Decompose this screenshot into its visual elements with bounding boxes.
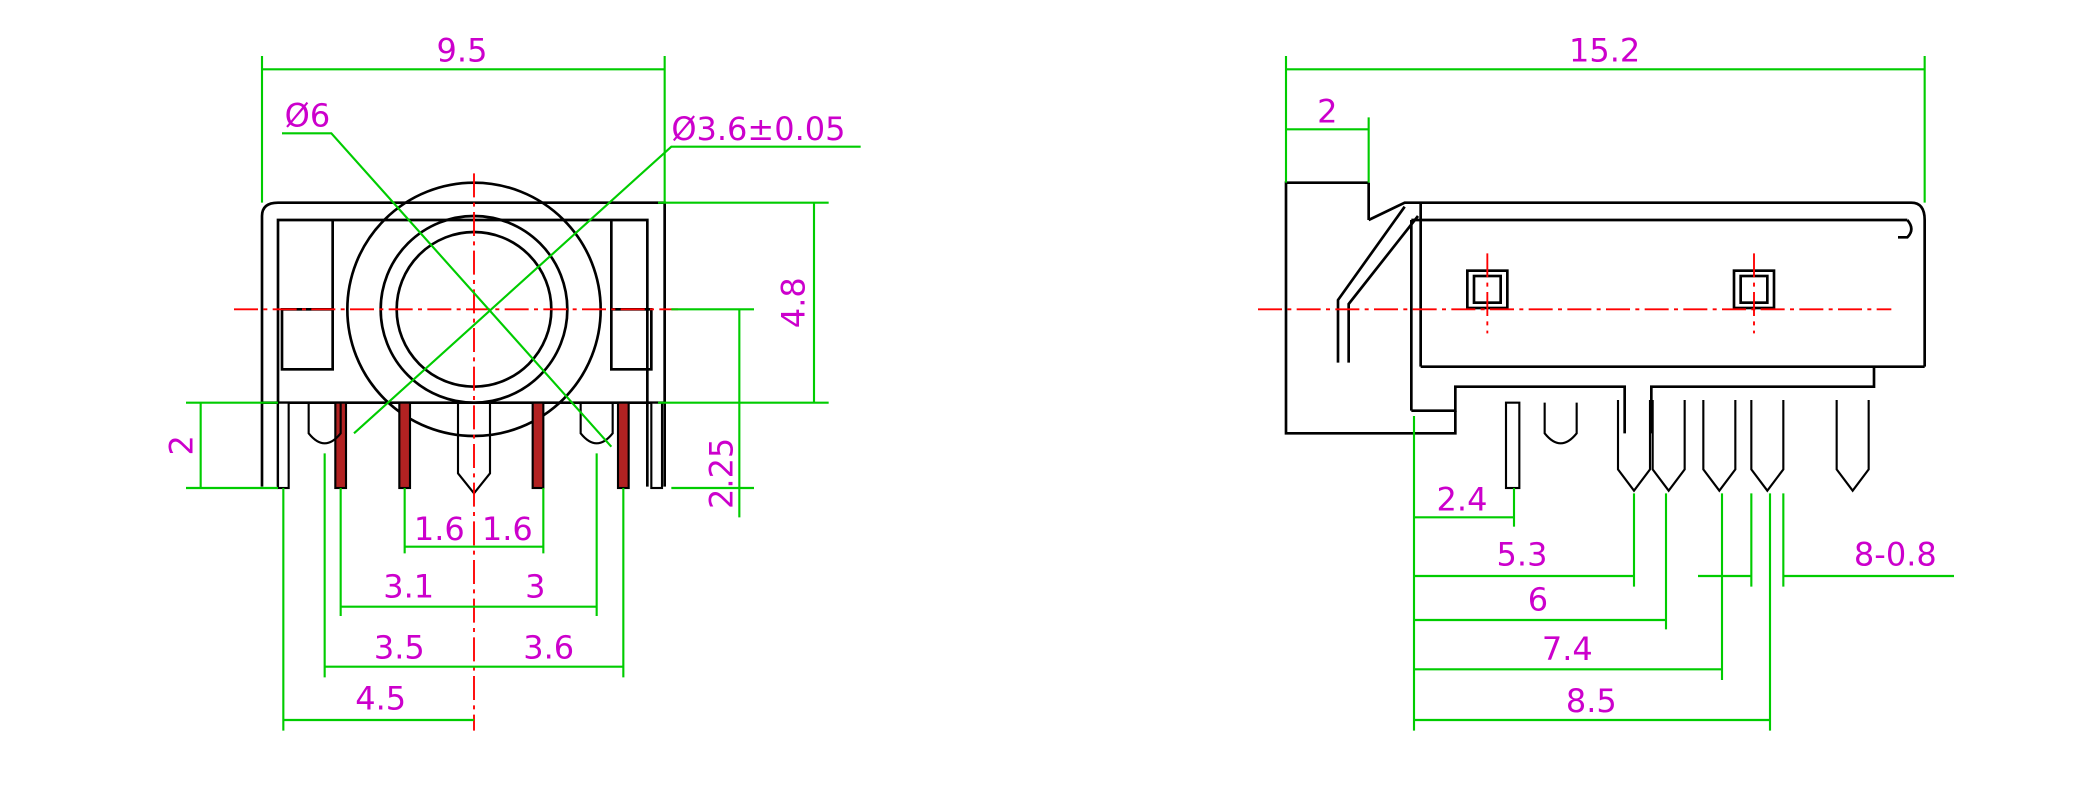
pin-width-label: 8-0.8 xyxy=(1854,535,1937,573)
front-pins xyxy=(276,401,664,496)
front-pin xyxy=(616,401,630,490)
side-pin xyxy=(1543,402,1578,445)
side-centerlines xyxy=(1258,253,1892,334)
front-pin xyxy=(398,401,412,490)
offset-4-5-label: 4.5 xyxy=(355,679,406,717)
front-pin xyxy=(307,402,342,445)
side-dimension-lines xyxy=(1284,56,1954,731)
outer-diameter-label: Ø6 xyxy=(285,97,331,135)
pin-5-3-label: 5.3 xyxy=(1497,535,1548,573)
front-pin xyxy=(579,402,614,445)
side-pin xyxy=(1835,400,1870,493)
pin-2-4-label: 2.4 xyxy=(1437,481,1488,519)
side-length-label: 15.2 xyxy=(1569,31,1640,69)
offset-3-label: 3 xyxy=(525,567,545,605)
front-flange-label: 2 xyxy=(1317,93,1337,131)
offset-3-6-label: 3.6 xyxy=(523,629,574,667)
side-pin xyxy=(1750,400,1785,493)
front-dimension-lines xyxy=(185,56,861,731)
side-pin xyxy=(1504,401,1521,490)
pitch-left-label: 1.6 xyxy=(414,510,465,548)
side-pins xyxy=(1504,400,1870,493)
front-pin xyxy=(650,401,664,490)
front-pin xyxy=(531,401,545,490)
side-pin xyxy=(1702,400,1737,493)
offset-3-1-label: 3.1 xyxy=(383,567,434,605)
body-height-label: 4.8 xyxy=(775,277,813,328)
front-dimension-texts: 9.5 Ø6 Ø3.6±0.05 4.8 2.25 2 1.6 1.6 3.1 … xyxy=(163,31,846,717)
pin-height-label: 2 xyxy=(163,435,201,455)
pin-8-5-label: 8.5 xyxy=(1566,682,1617,720)
front-centerlines xyxy=(233,173,678,731)
front-view: 9.5 Ø6 Ø3.6±0.05 4.8 2.25 2 1.6 1.6 3.1 … xyxy=(163,31,861,731)
pitch-right-label: 1.6 xyxy=(482,510,533,548)
side-dimension-texts: 15.2 2 2.4 5.3 6 7.4 8.5 8-0.8 xyxy=(1317,31,1937,720)
side-pin xyxy=(1651,400,1686,493)
front-width-label: 9.5 xyxy=(437,31,488,69)
offset-3-5-label: 3.5 xyxy=(374,629,425,667)
side-view: 15.2 2 2.4 5.3 6 7.4 8.5 8-0.8 xyxy=(1258,31,1954,731)
side-outline xyxy=(1284,181,1926,435)
pin-6-label: 6 xyxy=(1528,581,1548,619)
inner-diameter-label: Ø3.6±0.05 xyxy=(671,110,845,148)
side-pin xyxy=(1616,400,1652,493)
front-pin xyxy=(276,401,290,490)
center-height-label: 2.25 xyxy=(703,438,741,509)
pin-7-4-label: 7.4 xyxy=(1542,630,1593,668)
